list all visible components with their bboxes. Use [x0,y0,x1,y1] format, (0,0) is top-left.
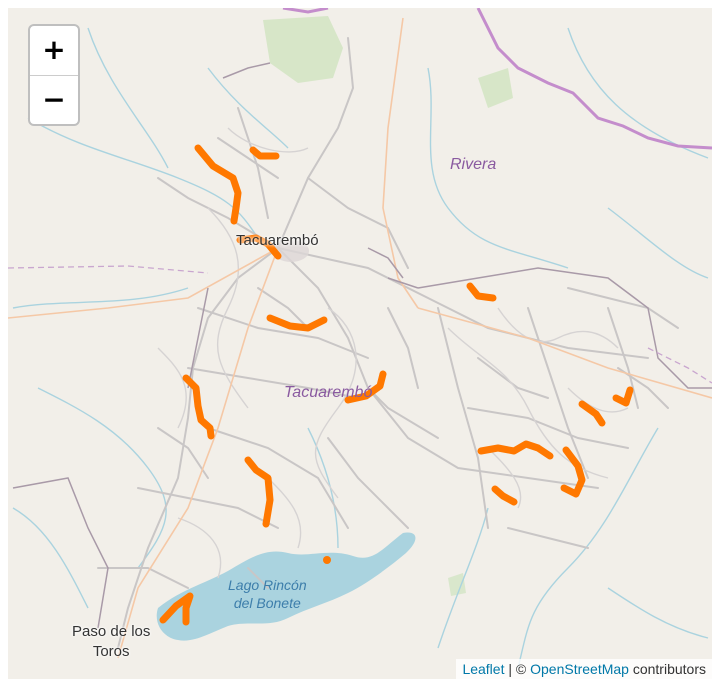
openstreetmap-link[interactable]: OpenStreetMap [530,661,629,677]
label-tacuarembo-department: Tacuarembó [284,384,373,401]
road-network [97,37,679,649]
city-area [273,240,309,262]
route-segment [578,400,606,427]
route-segment [344,370,387,404]
zoom-in-button[interactable]: + [30,26,78,76]
admin-boundary [8,265,209,274]
label-lake-line1: Lago Rincón [228,577,307,593]
zoom-out-button[interactable]: − [42,83,66,116]
label-paso-line1: Paso de los [72,623,151,640]
map-tiles [8,8,712,669]
forest-area [478,68,513,108]
attribution-suffix: contributors [628,661,706,677]
route-segment [466,282,497,302]
route-segment [612,386,634,407]
map-container[interactable]: Rivera Tacuarembó Tacuarembó Lago Rincón… [8,8,712,679]
label-tacuarembo-city: Tacuarembó [236,232,319,249]
route-segment [194,144,242,225]
route-segment [491,485,518,506]
highlighted-routes [159,144,634,626]
label-lake: Lago Rincón del Bonete [228,576,307,612]
attribution-separator: | © [504,661,531,677]
route-segment [249,146,280,160]
route-segment [477,440,554,460]
route-segment [182,374,215,440]
country-border [282,8,329,14]
route-segment [159,592,194,626]
route-segment [266,314,328,332]
leaflet-link[interactable]: Leaflet [462,661,505,677]
lake [156,532,416,641]
highways [8,17,712,659]
department-border [12,62,712,629]
route-point [323,556,331,564]
route-segment [236,234,282,260]
road-minor [157,127,629,579]
forest-area [448,573,466,596]
forest-area [263,16,343,83]
route-segment [244,456,274,528]
label-rivera: Rivera [450,156,497,173]
attribution: Leaflet | © OpenStreetMap contributors [456,659,712,679]
admin-boundary [647,347,712,384]
zoom-control: + − [28,24,80,126]
label-paso-de-los-toros: Paso de los Toros [72,622,150,662]
label-paso-line2: Toros [92,643,130,660]
label-lake-line2: del Bonete [233,595,301,611]
route-segment [560,446,586,498]
rivers [12,27,709,669]
country-border [476,8,712,150]
